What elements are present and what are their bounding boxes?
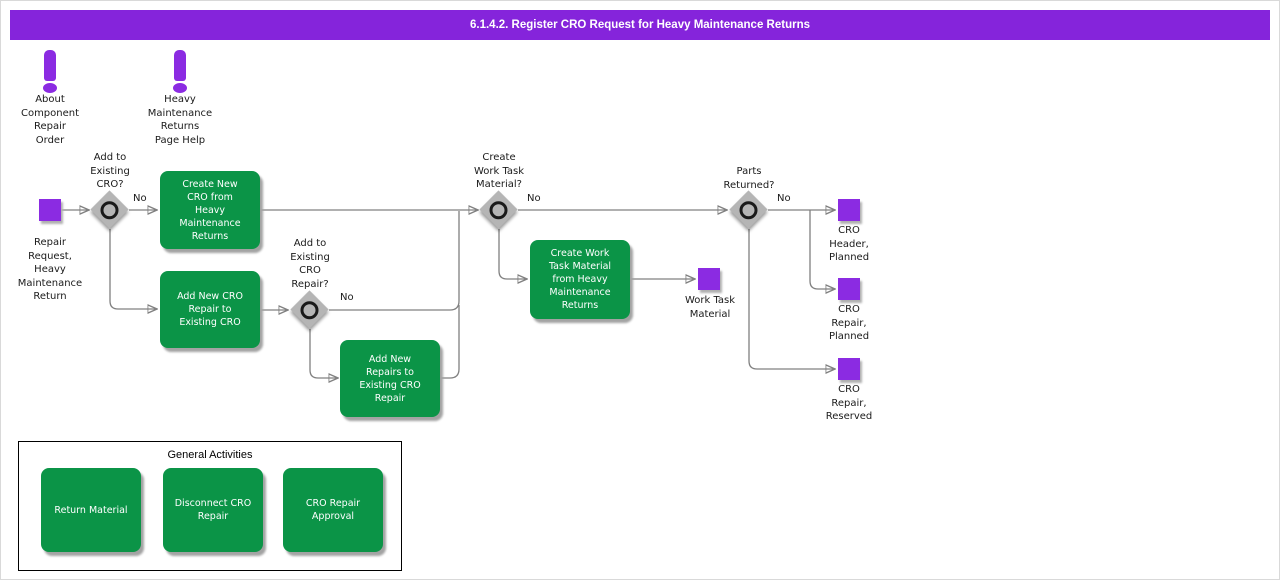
exclamation-icon[interactable] bbox=[174, 50, 186, 81]
decision-ring-icon bbox=[735, 196, 762, 223]
general-activity-cro-repair-approval[interactable]: CRO Repair Approval bbox=[283, 468, 383, 552]
end-event-work-task-material bbox=[698, 268, 720, 290]
end-event-cro-header-planned-label: CRO Header, Planned bbox=[828, 225, 870, 263]
end-event-work-task-material-label: Work Task Material bbox=[684, 295, 736, 320]
decision-ring-icon bbox=[96, 196, 123, 223]
connector-activity3-merge bbox=[440, 305, 460, 379]
branch-no-label: No bbox=[527, 193, 541, 204]
general-activity-return-material-label: Return Material bbox=[54, 504, 128, 516]
decision-ring-icon bbox=[485, 196, 512, 223]
general-activity-disconnect-cro-repair[interactable]: Disconnect CRO Repair bbox=[163, 468, 263, 552]
activity-create-new-cro[interactable]: Create New CRO from Heavy Maintenance Re… bbox=[160, 171, 260, 249]
exclamation-icon[interactable] bbox=[44, 50, 56, 81]
connector-decision3-yes-to-activity4 bbox=[498, 229, 526, 279]
end-event-cro-repair-reserved-label: CRO Repair, Reserved bbox=[825, 384, 873, 422]
branch-no-label: No bbox=[340, 292, 354, 303]
general-activity-cro-repair-approval-label: CRO Repair Approval bbox=[305, 498, 361, 522]
end-event-cro-header-planned bbox=[838, 199, 860, 221]
help-label-page-help: Heavy Maintenance Returns Page Help bbox=[147, 94, 213, 146]
start-event-label: Repair Request, Heavy Maintenance Return bbox=[17, 237, 83, 302]
general-activity-return-material[interactable]: Return Material bbox=[41, 468, 141, 552]
end-event-cro-repair-planned bbox=[838, 278, 860, 300]
connector-decision4-yes-to-cro-repair-reserved bbox=[748, 229, 834, 369]
connector-decision2-yes-to-activity3 bbox=[309, 329, 337, 378]
connector-decision1-yes-to-activity2 bbox=[109, 229, 156, 309]
decision-parts-returned-label: Parts Returned? bbox=[723, 166, 775, 191]
activity-add-new-cro-repair[interactable]: Add New CRO Repair to Existing CRO bbox=[160, 271, 260, 348]
activity-create-work-task-material[interactable]: Create Work Task Material from Heavy Mai… bbox=[530, 240, 630, 319]
general-activities-panel: General Activities Return Material Disco… bbox=[18, 441, 402, 571]
end-event-cro-repair-reserved bbox=[838, 358, 860, 380]
connector-split-to-cro-repair-planned bbox=[809, 210, 834, 289]
decision-ring-icon bbox=[296, 296, 323, 323]
start-event-square bbox=[39, 199, 61, 221]
activity-add-new-repairs-label: Add New Repairs to Existing CRO Repair bbox=[359, 353, 421, 404]
title-bar: 6.1.4.2. Register CRO Request for Heavy … bbox=[10, 10, 1270, 40]
activity-create-new-cro-label: Create New CRO from Heavy Maintenance Re… bbox=[179, 178, 241, 242]
decision-create-work-task-material-label: Create Work Task Material? bbox=[473, 152, 525, 190]
connector-decision2-no-merge bbox=[329, 211, 460, 311]
general-activity-disconnect-cro-repair-label: Disconnect CRO Repair bbox=[174, 498, 252, 522]
decision-add-to-existing-cro-repair-label: Add to Existing CRO Repair? bbox=[290, 238, 330, 290]
activity-add-new-repairs[interactable]: Add New Repairs to Existing CRO Repair bbox=[340, 340, 440, 417]
end-event-cro-repair-planned-label: CRO Repair, Planned bbox=[828, 304, 870, 342]
branch-no-label: No bbox=[133, 193, 147, 204]
activity-add-new-cro-repair-label: Add New CRO Repair to Existing CRO bbox=[177, 291, 243, 328]
branch-no-label: No bbox=[777, 193, 791, 204]
help-label-about-cro: About Component Repair Order bbox=[20, 94, 80, 146]
general-activities-title: General Activities bbox=[167, 449, 253, 461]
exclamation-icon[interactable] bbox=[173, 83, 187, 93]
exclamation-icon[interactable] bbox=[43, 83, 57, 93]
decision-add-to-existing-cro-label: Add to Existing CRO? bbox=[90, 152, 130, 190]
activity-create-work-task-material-label: Create Work Task Material from Heavy Mai… bbox=[548, 248, 612, 311]
page-title: 6.1.4.2. Register CRO Request for Heavy … bbox=[470, 19, 810, 31]
